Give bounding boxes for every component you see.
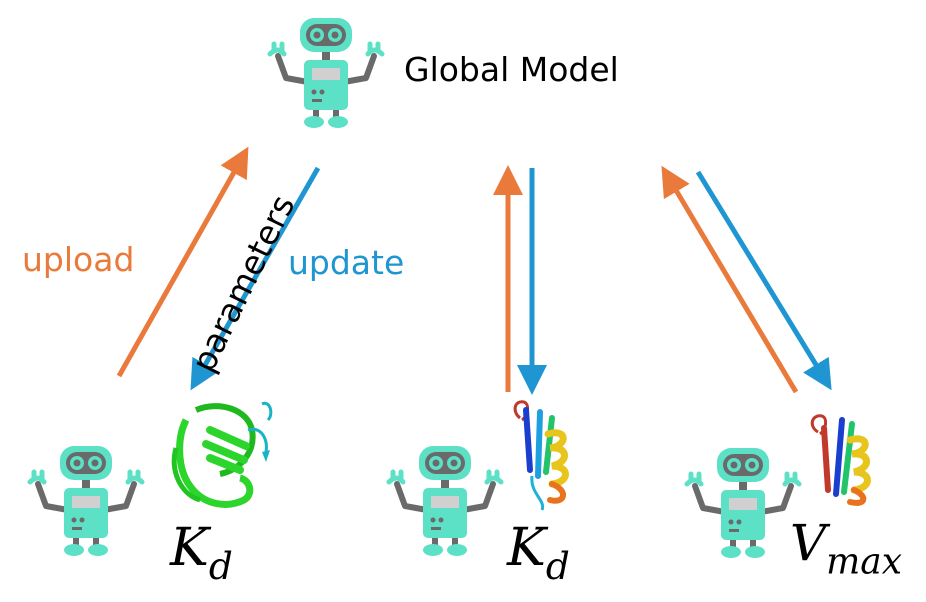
- global-model-robot: [270, 18, 382, 128]
- update-arrow-3: [695, 170, 832, 391]
- protein-structure-2: [513, 400, 569, 511]
- client-3-metric: Vmax: [790, 514, 903, 583]
- client-1-metric: Kd: [170, 518, 233, 589]
- client-2-robot: [389, 446, 501, 556]
- update-arrow-1: [190, 166, 321, 391]
- client-1-robot: [30, 446, 142, 556]
- protein-structure-1: [171, 401, 273, 508]
- global-model-label: Global Model: [404, 50, 619, 89]
- upload-arrow-3: [661, 165, 799, 394]
- client-3-robot: [687, 448, 799, 558]
- protein-structure-3: [810, 414, 871, 506]
- upload-arrow-1: [116, 146, 249, 378]
- update-label: update: [288, 243, 405, 282]
- upload-label: upload: [22, 240, 135, 279]
- client-2-metric: Kd: [507, 518, 570, 589]
